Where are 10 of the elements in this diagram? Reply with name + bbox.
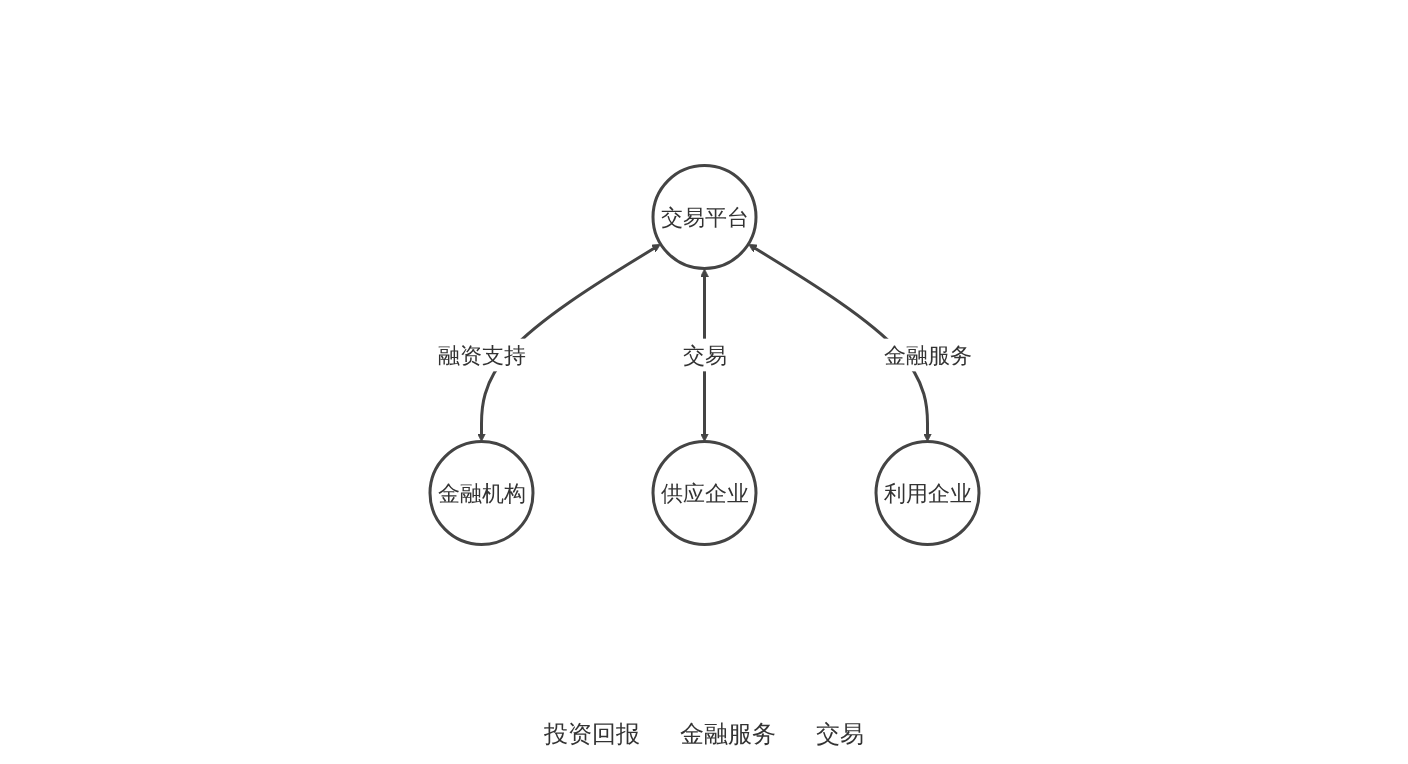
node-circle: 金融机构 <box>428 440 534 546</box>
node-circle: 供应企业 <box>651 440 757 546</box>
edge-label: 交易 <box>682 342 726 368</box>
flow-label: 金融服务 <box>680 719 776 750</box>
edge-label: 金融服务 <box>883 342 971 368</box>
edge-label: 融资支持 <box>437 342 525 368</box>
node-circle: 交易平台 <box>651 164 757 270</box>
flow-label: 交易 <box>816 719 864 750</box>
flow-label: 投资回报 <box>544 719 640 750</box>
node-circle: 利用企业 <box>874 440 980 546</box>
